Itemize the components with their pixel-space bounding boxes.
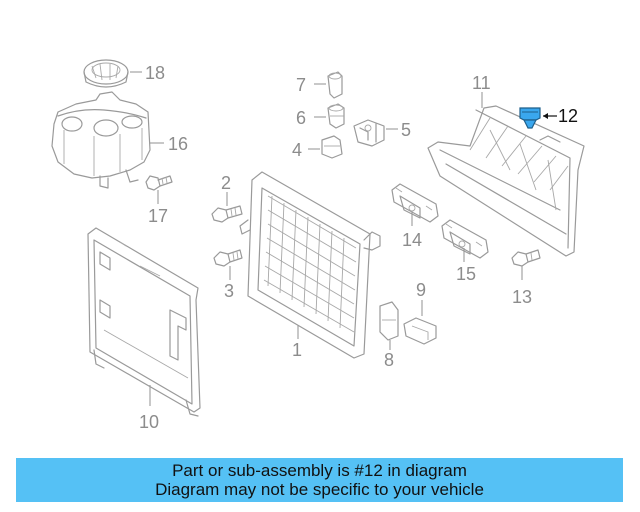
callout-14: 14 — [402, 230, 422, 250]
parts-diagram: 18 16 17 10 2 — [51, 59, 585, 432]
callout-10: 10 — [139, 412, 159, 432]
callout-8: 8 — [384, 350, 394, 370]
part-7-grommet[interactable] — [327, 71, 343, 99]
part-8-bracket[interactable] — [379, 301, 399, 341]
callout-2: 2 — [221, 173, 231, 193]
callout-18: 18 — [145, 63, 165, 83]
callout-1: 1 — [292, 340, 302, 360]
callout-15: 15 — [456, 264, 476, 284]
part-6-grommet[interactable] — [327, 103, 345, 129]
part-4-mount[interactable] — [321, 135, 343, 159]
part-5-bracket[interactable] — [353, 119, 385, 147]
part-11-air-duct[interactable] — [427, 105, 585, 257]
banner-line-1: Part or sub-assembly is #12 in diagram — [172, 461, 467, 480]
part-12-push-clip[interactable] — [519, 107, 541, 129]
callout-3: 3 — [224, 281, 234, 301]
info-banner: Part or sub-assembly is #12 in diagram D… — [16, 458, 623, 502]
part-3-bolt[interactable] — [213, 249, 243, 267]
callout-5: 5 — [401, 120, 411, 140]
part-16-expansion-tank[interactable] — [51, 91, 151, 189]
part-17-bolt[interactable] — [145, 175, 173, 191]
part-18-cap[interactable] — [83, 59, 129, 88]
part-10-radiator-shroud[interactable] — [87, 227, 201, 417]
callout-9: 9 — [416, 280, 426, 300]
part-1-radiator[interactable] — [239, 171, 381, 359]
callout-17: 17 — [148, 206, 168, 226]
callout-4: 4 — [292, 140, 302, 160]
part-9-clip[interactable] — [403, 317, 437, 345]
callout-12: 12 — [558, 106, 578, 126]
part-14-bracket[interactable] — [391, 183, 439, 223]
banner-line-2: Diagram may not be specific to your vehi… — [155, 480, 484, 499]
part-15-bracket[interactable] — [441, 219, 489, 259]
callout-16: 16 — [168, 134, 188, 154]
callout-13: 13 — [512, 287, 532, 307]
callout-6: 6 — [296, 108, 306, 128]
callout-7: 7 — [296, 75, 306, 95]
part-2-bolt[interactable] — [211, 205, 243, 223]
callout-11: 11 — [472, 73, 491, 93]
part-13-bolt[interactable] — [511, 249, 541, 267]
